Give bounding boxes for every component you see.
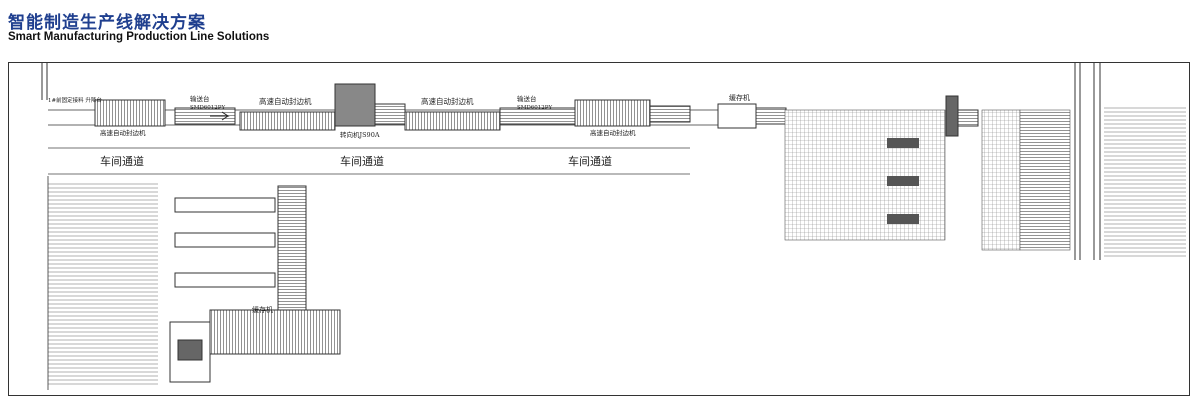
page-title: 智能制造生产线解决方案 <box>8 13 206 33</box>
edge-bander-a-body <box>94 99 166 127</box>
conveyor-1-body <box>174 107 236 125</box>
conveyor-1-model: SMD6012PY <box>190 105 226 111</box>
edge-bander-c-body <box>404 111 501 131</box>
right-sorting-area <box>784 62 1101 260</box>
conveyor-2-model: SMD6012PY <box>517 105 553 111</box>
buffer-top-body <box>717 103 757 129</box>
left-rails <box>41 62 48 100</box>
edge-bander-b-label: 高速自动封边机 <box>421 96 474 106</box>
edge-bander-a-label: 高速自动封边机 <box>259 96 312 106</box>
buffer-top-label: 缓存机 <box>729 93 750 102</box>
buffer-bottom-body <box>209 309 341 355</box>
edge-bander-b-body <box>239 111 336 131</box>
arrow-right-icon <box>210 111 230 121</box>
vertical-transfer-conveyor <box>277 185 307 327</box>
edge-banding-line <box>48 83 787 131</box>
left-storage-rack <box>48 183 158 385</box>
aisle-label-1: 车间通道 <box>100 154 144 168</box>
loader-label: 1#前固定接料 升降台 <box>48 96 102 104</box>
edge-bander-a-sublabel: 高速自动封边机 <box>100 128 146 137</box>
turner-label: 转向机JS90A <box>340 130 380 139</box>
buffer-bottom-label: 缓存机 <box>252 305 273 314</box>
layout-frame <box>8 62 1190 396</box>
aisle-label-3: 车间通道 <box>568 154 612 168</box>
edge-bander-d-body <box>574 99 651 127</box>
sorting-lines <box>169 185 341 383</box>
page-subtitle: Smart Manufacturing Production Line Solu… <box>8 31 270 43</box>
conveyor-1-label: 输送台 <box>190 94 210 103</box>
workshop-aisle <box>48 147 690 175</box>
edge-bander-d-sublabel: 高速自动封边机 <box>590 128 636 137</box>
aisle-label-2: 车间通道 <box>340 154 384 168</box>
conveyor-2-label: 输送台 <box>517 94 537 103</box>
turner-body <box>334 83 376 127</box>
right-storage-rack <box>1104 107 1186 257</box>
